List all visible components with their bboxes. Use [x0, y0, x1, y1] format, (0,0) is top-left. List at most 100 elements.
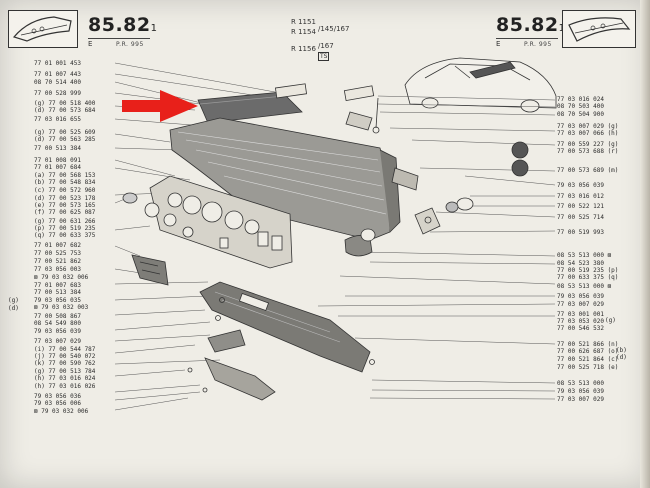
right-suffix-b: (b) — [616, 347, 627, 354]
left-part-number: (q) 77 00 633 375 — [34, 232, 96, 239]
left-part-number: (a) 77 00 568 153 — [34, 172, 96, 179]
header-rule-right — [496, 38, 558, 39]
left-part-number: ⊠ 79 03 032 006 — [34, 408, 89, 415]
left-part-number: (d) 77 00 523 178 — [34, 195, 96, 202]
left-part-number: (d) 77 00 573 684 — [34, 107, 96, 114]
header-rule-left — [88, 38, 150, 39]
right-bottom-part-number: 79 03 056 039 — [557, 293, 604, 300]
dashboard-thumbnail-icon — [12, 16, 72, 42]
left-part-number: 77 03 056 003 — [34, 266, 81, 273]
page-number-right: 85.821 — [496, 14, 565, 36]
right-bottom-part-number: 77 00 626 687 (o) — [557, 348, 619, 355]
page-number-right-sub: 1 — [559, 23, 566, 34]
left-part-number: 79 03 056 035 — [34, 297, 81, 304]
lower-dashboard-frame — [187, 281, 375, 401]
page-number-left-sub: 1 — [150, 23, 158, 34]
highlight-arrow — [122, 90, 198, 122]
right-top-part-number: 77 00 573 688 (r) — [557, 148, 619, 155]
page-number-left: 85.821 — [88, 14, 157, 36]
right-bottom-part-number: 08 53 513 000 ⊠ — [557, 283, 612, 290]
page-number-left-main: 85.82 — [88, 14, 151, 36]
loose-gauges — [122, 192, 229, 249]
left-part-number: (d) 77 00 563 285 — [34, 136, 96, 143]
page-edge — [640, 0, 650, 488]
pr-left: P.R. 995 — [116, 41, 144, 48]
right-bottom-part-number: 79 03 056 039 — [557, 388, 604, 395]
left-part-number: ⊠ 79 03 032 003 — [34, 304, 89, 311]
right-bottom-part-number: 77 00 546 532 — [557, 325, 604, 332]
right-top-part-number: 79 03 056 039 — [557, 182, 604, 189]
right-bottom-part-number: 77 00 525 718 (e) — [557, 364, 619, 371]
left-part-number: 79 03 056 039 — [34, 328, 81, 335]
instrument-cluster — [149, 175, 293, 269]
right-bottom-part-number: 77 00 519 235 (p) — [557, 267, 619, 274]
right-top-part-number: 77 00 573 689 (m) — [557, 167, 619, 174]
left-part-number: 77 01 008 091 — [34, 157, 81, 164]
left-part-number: 77 00 525 753 — [34, 250, 81, 257]
left-part-number: (g) 77 00 518 400 — [34, 100, 96, 107]
left-part-number: 77 00 513 384 — [34, 145, 81, 152]
model-1: R 1151 — [291, 18, 316, 26]
left-part-number: (g) 77 00 525 609 — [34, 129, 96, 136]
switch-panel — [131, 254, 169, 286]
model-1-code: R 1151 — [291, 18, 316, 26]
left-part-number: 08 70 514 400 — [34, 79, 81, 86]
model-4-box: TS — [318, 52, 330, 61]
model-3-variant: /167 — [318, 42, 334, 50]
left-part-number: 77 00 513 384 — [34, 289, 81, 296]
left-part-number: (k) 77 00 590 762 — [34, 360, 96, 367]
thumbnail-left — [8, 10, 78, 48]
model-4: TS — [318, 52, 330, 61]
left-part-number: (i) 77 00 544 787 — [34, 346, 96, 353]
right-bottom-part-number: 77 00 633 375 (q) — [557, 274, 619, 281]
left-part-number: (h) 77 03 016 026 — [34, 383, 96, 390]
right-bottom-part-number: 08 53 513 000 — [557, 380, 604, 387]
left-part-number: ⊠ 79 03 032 006 — [34, 274, 89, 281]
dashboard-top-trim — [197, 83, 375, 131]
right-bottom-part-number: 77 00 521 864 (c) — [557, 356, 619, 363]
left-part-number: 79 03 056 036 — [34, 393, 81, 400]
right-top-part-number: 77 00 559 227 (g) — [557, 141, 619, 148]
model-3-variant-text: /167 — [318, 42, 334, 50]
right-top-part-number: 08 70 504 900 — [557, 111, 604, 118]
left-part-number: (c) 77 00 572 960 — [34, 187, 96, 194]
right-top-part-number: 08 70 503 400 — [557, 103, 604, 110]
dashboard-thumbnail-icon — [568, 17, 631, 42]
right-top-part-number: 77 03 007 066 (h) — [557, 130, 619, 137]
left-part-number: 77 00 508 867 — [34, 313, 81, 320]
right-top-part-number: 77 00 522 121 — [557, 203, 604, 210]
model-2: R 1154 — [291, 28, 316, 36]
left-part-number: 77 01 007 684 — [34, 164, 81, 171]
left-part-number: (b) 77 00 548 834 — [34, 179, 96, 186]
left-part-number: (p) 77 00 519 235 — [34, 225, 96, 232]
left-part-number: 77 01 007 683 — [34, 282, 81, 289]
right-bottom-part-number: 77 03 007 029 — [557, 301, 604, 308]
left-part-number: 77 01 007 443 — [34, 71, 81, 78]
right-components — [344, 97, 529, 257]
left-part-number: (j) 77 00 540 072 — [34, 353, 96, 360]
left-part-number: (f) 77 00 625 087 — [34, 209, 96, 216]
left-part-number: 77 00 521 862 — [34, 258, 81, 265]
thumbnail-right — [562, 10, 636, 48]
left-part-number: 79 03 056 006 — [34, 400, 81, 407]
right-top-part-number: 77 00 525 714 — [557, 214, 604, 221]
model-1-variant: /145/167 — [318, 25, 349, 33]
right-top-part-number: 77 03 007 029 (g) — [557, 123, 619, 130]
left-part-number: 77 01 007 682 — [34, 242, 81, 249]
left-part-number: (h) 77 03 016 024 — [34, 375, 96, 382]
model-2-code: R 1154 — [291, 28, 316, 36]
right-suffix-d: (d) — [616, 354, 627, 361]
right-bottom-part-number: 08 54 523 380 — [557, 260, 604, 267]
right-bottom-part-number: 08 53 513 000 ⊠ — [557, 252, 612, 259]
right-top-part-number: 77 03 016 024 — [557, 96, 604, 103]
pr-right: P.R. 995 — [524, 41, 552, 48]
right-bottom-part-number: 77 03 053 020 — [557, 318, 604, 325]
right-suffix-g: (g) — [605, 317, 616, 324]
car-illustration — [404, 57, 557, 113]
left-part-number: 77 01 001 453 — [34, 60, 81, 67]
right-top-part-number: 77 00 519 993 — [557, 229, 604, 236]
edition-left: E — [88, 40, 93, 48]
model-3-code: R 1156 — [291, 45, 316, 53]
right-bottom-part-number: 77 00 521 866 (n) — [557, 341, 619, 348]
